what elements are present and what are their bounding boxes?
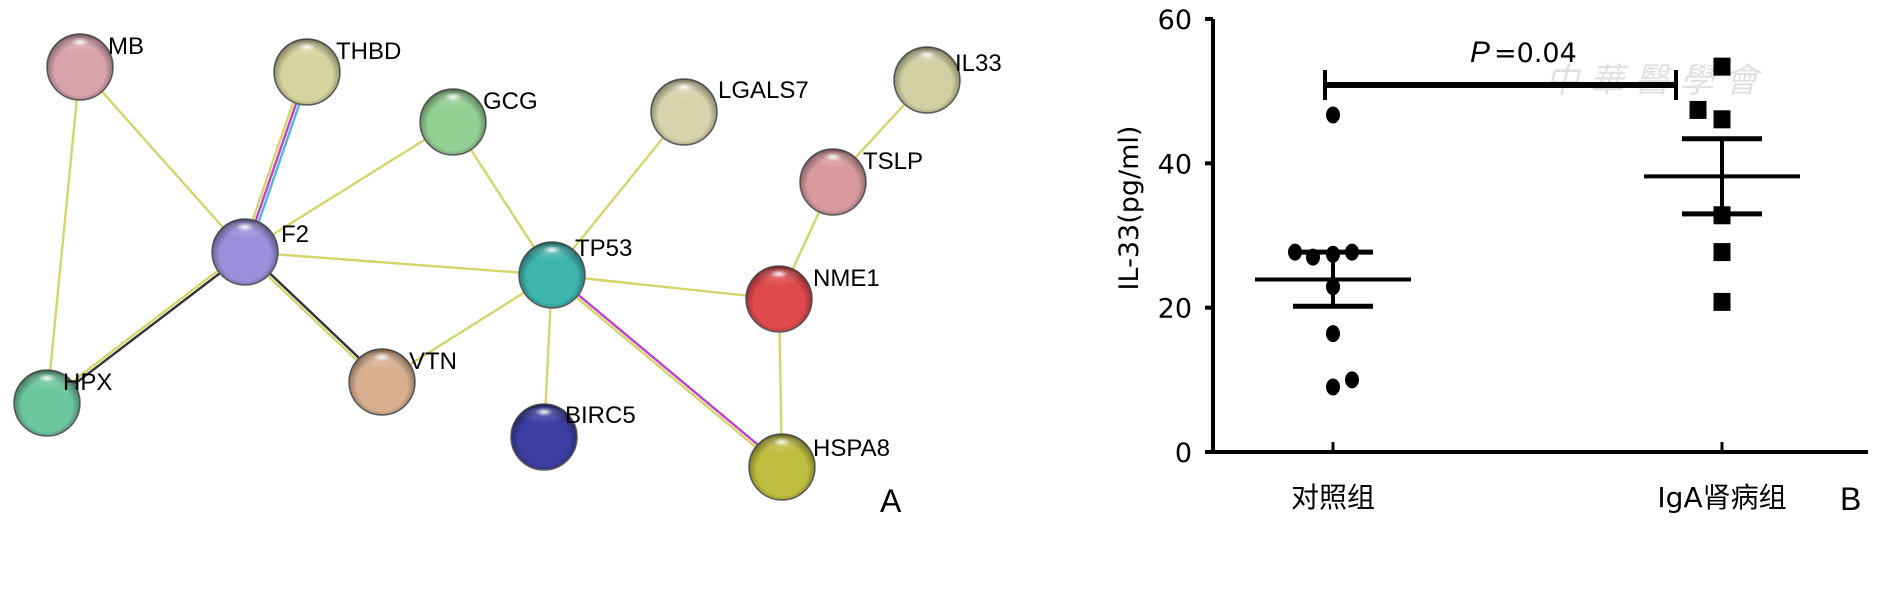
panel-label-b: B: [1840, 481, 1861, 517]
y-tick-label: 0: [1175, 438, 1192, 469]
node-label: LGALS7: [718, 77, 809, 104]
p-value: =0.04: [1494, 38, 1577, 69]
node-il33[interactable]: IL33: [893, 46, 1002, 114]
node-hspa8[interactable]: HSPA8: [748, 433, 890, 501]
node-hpx[interactable]: HPX: [13, 369, 112, 437]
category-labels: 对照组 IgA肾病组: [1291, 481, 1787, 514]
node-label: IL33: [955, 50, 1002, 77]
y-ticks: 0 20 40 60: [1158, 5, 1213, 469]
node-highlight: [285, 42, 329, 62]
node-label: HSPA8: [813, 435, 890, 462]
node-f2[interactable]: F2: [211, 218, 309, 286]
data-marks: [1255, 57, 1800, 452]
network-edges: [45, 66, 928, 470]
node-label: VTN: [409, 348, 457, 375]
edge-f2-hpx: [45, 249, 245, 403]
edge-gcg-f2: [244, 120, 454, 254]
y-tick-label: 20: [1158, 294, 1192, 325]
node-highlight: [811, 152, 855, 172]
node-label: TSLP: [863, 148, 923, 175]
p-symbol: P: [1470, 36, 1490, 69]
data-point: [1713, 243, 1731, 262]
edge-f2-tp53: [244, 250, 553, 277]
node-vtn[interactable]: VTN: [348, 348, 457, 416]
node-gcg[interactable]: GCG: [419, 88, 538, 156]
data-point: [1713, 57, 1731, 76]
node-highlight: [360, 352, 404, 372]
y-tick-label: 60: [1158, 5, 1192, 36]
node-highlight: [25, 373, 69, 393]
node-lgals7[interactable]: LGALS7: [650, 77, 809, 146]
edge-tp53-hspa8: [550, 275, 782, 470]
node-highlight: [223, 222, 267, 242]
edge-lgals7-tp53: [551, 111, 685, 276]
node-label: MB: [108, 33, 144, 60]
node-highlight: [522, 407, 566, 427]
node-label: HPX: [63, 369, 112, 396]
category-label: IgA肾病组: [1657, 481, 1786, 514]
y-tick-label: 40: [1158, 149, 1192, 180]
node-label: F2: [281, 221, 309, 248]
y-axis-label: IL-33(pg/ml): [1114, 126, 1145, 291]
node-label: GCG: [483, 88, 538, 115]
panel-label-a: A: [880, 483, 902, 519]
edge-f2-hpx: [47, 252, 247, 406]
data-point: [1345, 371, 1359, 389]
node-label: NME1: [813, 265, 880, 292]
node-highlight: [757, 269, 801, 289]
node-highlight: [662, 82, 706, 102]
node-highlight: [905, 50, 949, 70]
data-point: [1713, 110, 1731, 129]
node-nme1[interactable]: NME1: [745, 265, 880, 333]
p-value-annotation: P=0.04: [1470, 36, 1577, 69]
data-point: [1326, 325, 1340, 343]
data-point: [1326, 106, 1340, 124]
data-point: [1326, 378, 1340, 396]
node-thbd[interactable]: THBD: [273, 38, 401, 106]
node-label: BIRC5: [565, 402, 636, 429]
node-highlight: [431, 92, 475, 112]
node-tp53[interactable]: TP53: [518, 235, 632, 309]
edge-tp53-hspa8: [552, 272, 784, 467]
data-point: [1689, 100, 1707, 119]
node-label: THBD: [336, 38, 401, 65]
node-birc5[interactable]: BIRC5: [510, 402, 636, 471]
data-point: [1713, 292, 1731, 311]
node-highlight: [530, 245, 574, 265]
node-tslp[interactable]: TSLP: [799, 148, 923, 216]
node-label: TP53: [575, 235, 632, 262]
edge-mb-f2: [79, 66, 246, 253]
node-highlight: [760, 437, 804, 457]
node-highlight: [58, 37, 102, 57]
node-mb[interactable]: MB: [46, 33, 144, 101]
edge-tp53-nme1: [551, 273, 780, 301]
edge-mb-hpx: [45, 66, 82, 404]
category-label: 对照组: [1291, 481, 1375, 514]
